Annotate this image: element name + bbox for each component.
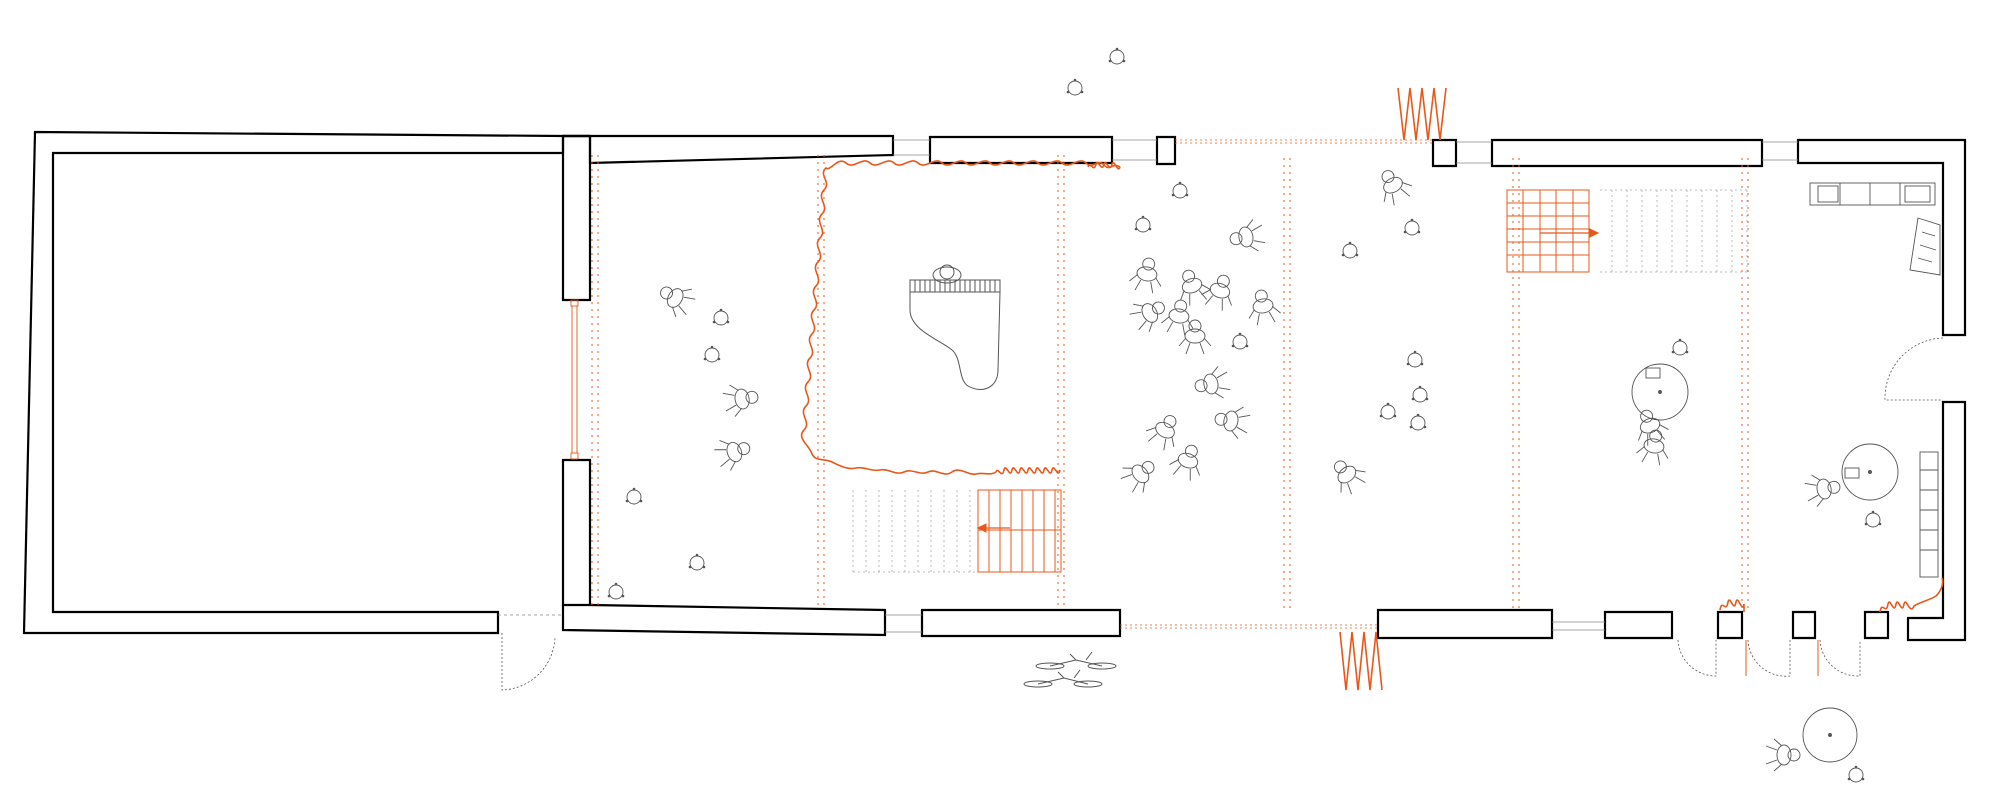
wall-bottom-pier-2 — [1791, 610, 1817, 640]
person-icon — [1226, 217, 1267, 256]
wall-bottom-segment-4 — [1603, 610, 1674, 640]
wall-top-segment-2 — [928, 135, 1114, 165]
stool-icon — [625, 487, 643, 505]
person-icon — [1370, 162, 1417, 210]
stool-icon — [1341, 241, 1359, 259]
round-table-icon — [1631, 363, 1899, 763]
stair-icon — [852, 189, 1750, 573]
person-icon — [1127, 254, 1166, 295]
person-icon — [1125, 290, 1173, 337]
person-icon — [1159, 296, 1198, 337]
person-icon — [1141, 407, 1188, 455]
stool-icon — [1847, 765, 1865, 783]
stool-icon — [1671, 338, 1689, 356]
wall-bottom-pier-3 — [1863, 610, 1890, 640]
wall-top-segment-3 — [1490, 138, 1764, 168]
stool-icon — [607, 582, 625, 600]
person-icon — [1323, 451, 1372, 500]
grand-piano-icon — [909, 264, 1001, 390]
wall-bottom-segment-3 — [1376, 608, 1554, 640]
person-icon — [1166, 439, 1209, 484]
wall-right-bottom — [1906, 400, 1967, 642]
stool-icon — [1134, 215, 1152, 233]
person-icon — [721, 380, 762, 419]
bicycle-icon — [1023, 651, 1117, 688]
person-icon — [1171, 264, 1214, 309]
door-swing-icon — [1884, 337, 1944, 401]
door-swing-icon — [1819, 639, 1861, 677]
stool-icon — [1406, 350, 1424, 368]
person-icon — [711, 431, 756, 474]
wall-left-hall-outer — [22, 130, 565, 635]
person-icon — [1629, 404, 1672, 449]
wall-right-top — [1796, 138, 1967, 337]
door-swing-icons — [501, 337, 1944, 691]
stool-icon — [1403, 218, 1421, 236]
person-icon — [1803, 470, 1844, 509]
wall-music-bottom — [561, 603, 887, 637]
walls — [22, 130, 1967, 642]
wall-top-pier-2 — [1431, 138, 1458, 168]
curtain-icon — [800, 87, 1944, 691]
door-swing-icon — [1747, 639, 1791, 677]
overhead-beams — [591, 155, 1749, 612]
person-icon — [1211, 402, 1252, 441]
person-icon — [652, 275, 700, 322]
wall-partition-bottom — [561, 458, 592, 607]
stool-icon — [712, 308, 730, 326]
door-swing-icon — [501, 633, 556, 691]
wall-bottom-segment-2 — [920, 608, 1122, 638]
person-icon — [1765, 738, 1801, 772]
stool-icon — [1864, 510, 1882, 528]
person-icon — [1178, 319, 1212, 355]
stool-icon — [1108, 47, 1126, 65]
wall-partition-top — [561, 134, 592, 302]
people — [652, 162, 1844, 772]
person-icon — [1198, 269, 1241, 314]
stool-icon — [1066, 78, 1084, 96]
person-icon — [1634, 426, 1673, 467]
wall-music-top — [563, 134, 895, 165]
person-icon — [1115, 450, 1164, 499]
stool-icon — [1231, 332, 1249, 350]
wall-top-pier-1 — [1155, 135, 1177, 166]
window-openings — [498, 139, 1798, 633]
stool-icon — [688, 553, 706, 571]
shelf-icon — [1809, 182, 1941, 578]
stool-icon — [1409, 413, 1427, 431]
stool-icon — [1379, 402, 1397, 420]
stool-icon — [1171, 181, 1189, 199]
wall-bottom-pier-1 — [1716, 610, 1744, 640]
person-icon — [1244, 286, 1283, 327]
stool-icon — [703, 345, 721, 363]
glass-partition — [570, 299, 579, 460]
stool-icon — [1411, 385, 1429, 403]
person-icon — [1191, 364, 1232, 403]
door-swing-icon — [1677, 639, 1717, 677]
